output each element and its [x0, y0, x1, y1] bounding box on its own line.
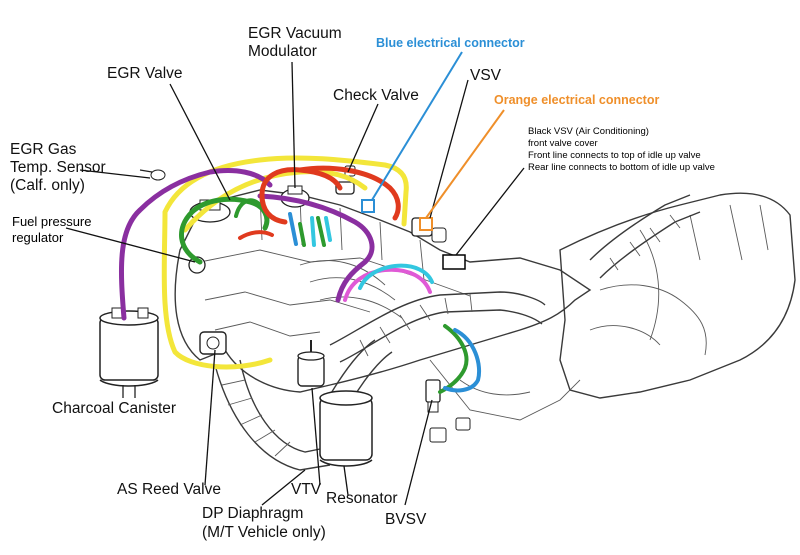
label-egr-gas-3: (Calf. only)	[10, 177, 85, 194]
label-charcoal-canister: Charcoal Canister	[52, 400, 176, 417]
charcoal-canister	[99, 307, 159, 398]
leader-lines	[65, 51, 525, 506]
note-line-4: Rear line connects to bottom of idle up …	[528, 162, 715, 173]
as-reed-valve	[199, 331, 227, 355]
bvsv	[425, 379, 471, 443]
label-dp-diaphragm-2: (M/T Vehicle only)	[202, 524, 326, 541]
label-bvsv: BVSV	[385, 511, 427, 528]
label-vtv: VTV	[291, 481, 322, 498]
label-dp-diaphragm-1: DP Diaphragm	[202, 505, 303, 522]
blue-hose	[443, 328, 481, 393]
label-egr-vacuum-modulator-1: EGR Vacuum	[248, 25, 342, 42]
egr-gas-temp-sensor	[139, 169, 166, 181]
label-fuel-reg-2: regulator	[12, 230, 64, 245]
note-line-1: Black VSV (Air Conditioning)	[528, 126, 649, 137]
black-vsv-marker	[442, 254, 466, 270]
purple-hose-2	[257, 193, 375, 303]
engine-line-art	[174, 189, 796, 471]
red-hose-3	[238, 230, 274, 240]
label-vsv: VSV	[470, 67, 502, 84]
vtv	[297, 340, 325, 387]
label-egr-gas-2: Temp. Sensor	[10, 159, 106, 176]
label-egr-vacuum-modulator-2: Modulator	[248, 43, 317, 60]
resonator	[319, 390, 373, 467]
cyan-hose	[358, 263, 434, 290]
magenta-hose	[343, 267, 432, 302]
red-hose-2	[297, 165, 401, 221]
label-egr-gas-1: EGR Gas	[10, 141, 77, 158]
orange-electrical-connector	[419, 217, 433, 231]
label-orange-connector: Orange electrical connector	[494, 93, 659, 107]
note-line-2: front valve cover	[528, 138, 598, 149]
label-egr-valve: EGR Valve	[107, 65, 183, 82]
blue-hose-2	[288, 212, 298, 246]
label-check-valve: Check Valve	[333, 87, 419, 104]
note-line-3: Front line connects to top of idle up va…	[528, 150, 701, 161]
label-as-reed-valve: AS Reed Valve	[117, 481, 221, 498]
purple-hose	[118, 168, 273, 321]
blue-electrical-connector	[361, 199, 375, 213]
label-fuel-reg-1: Fuel pressure	[12, 214, 91, 229]
label-resonator: Resonator	[326, 490, 398, 507]
label-blue-connector: Blue electrical connector	[376, 36, 525, 50]
cyan-hose-2	[310, 216, 332, 247]
green-hose-2	[234, 198, 326, 247]
